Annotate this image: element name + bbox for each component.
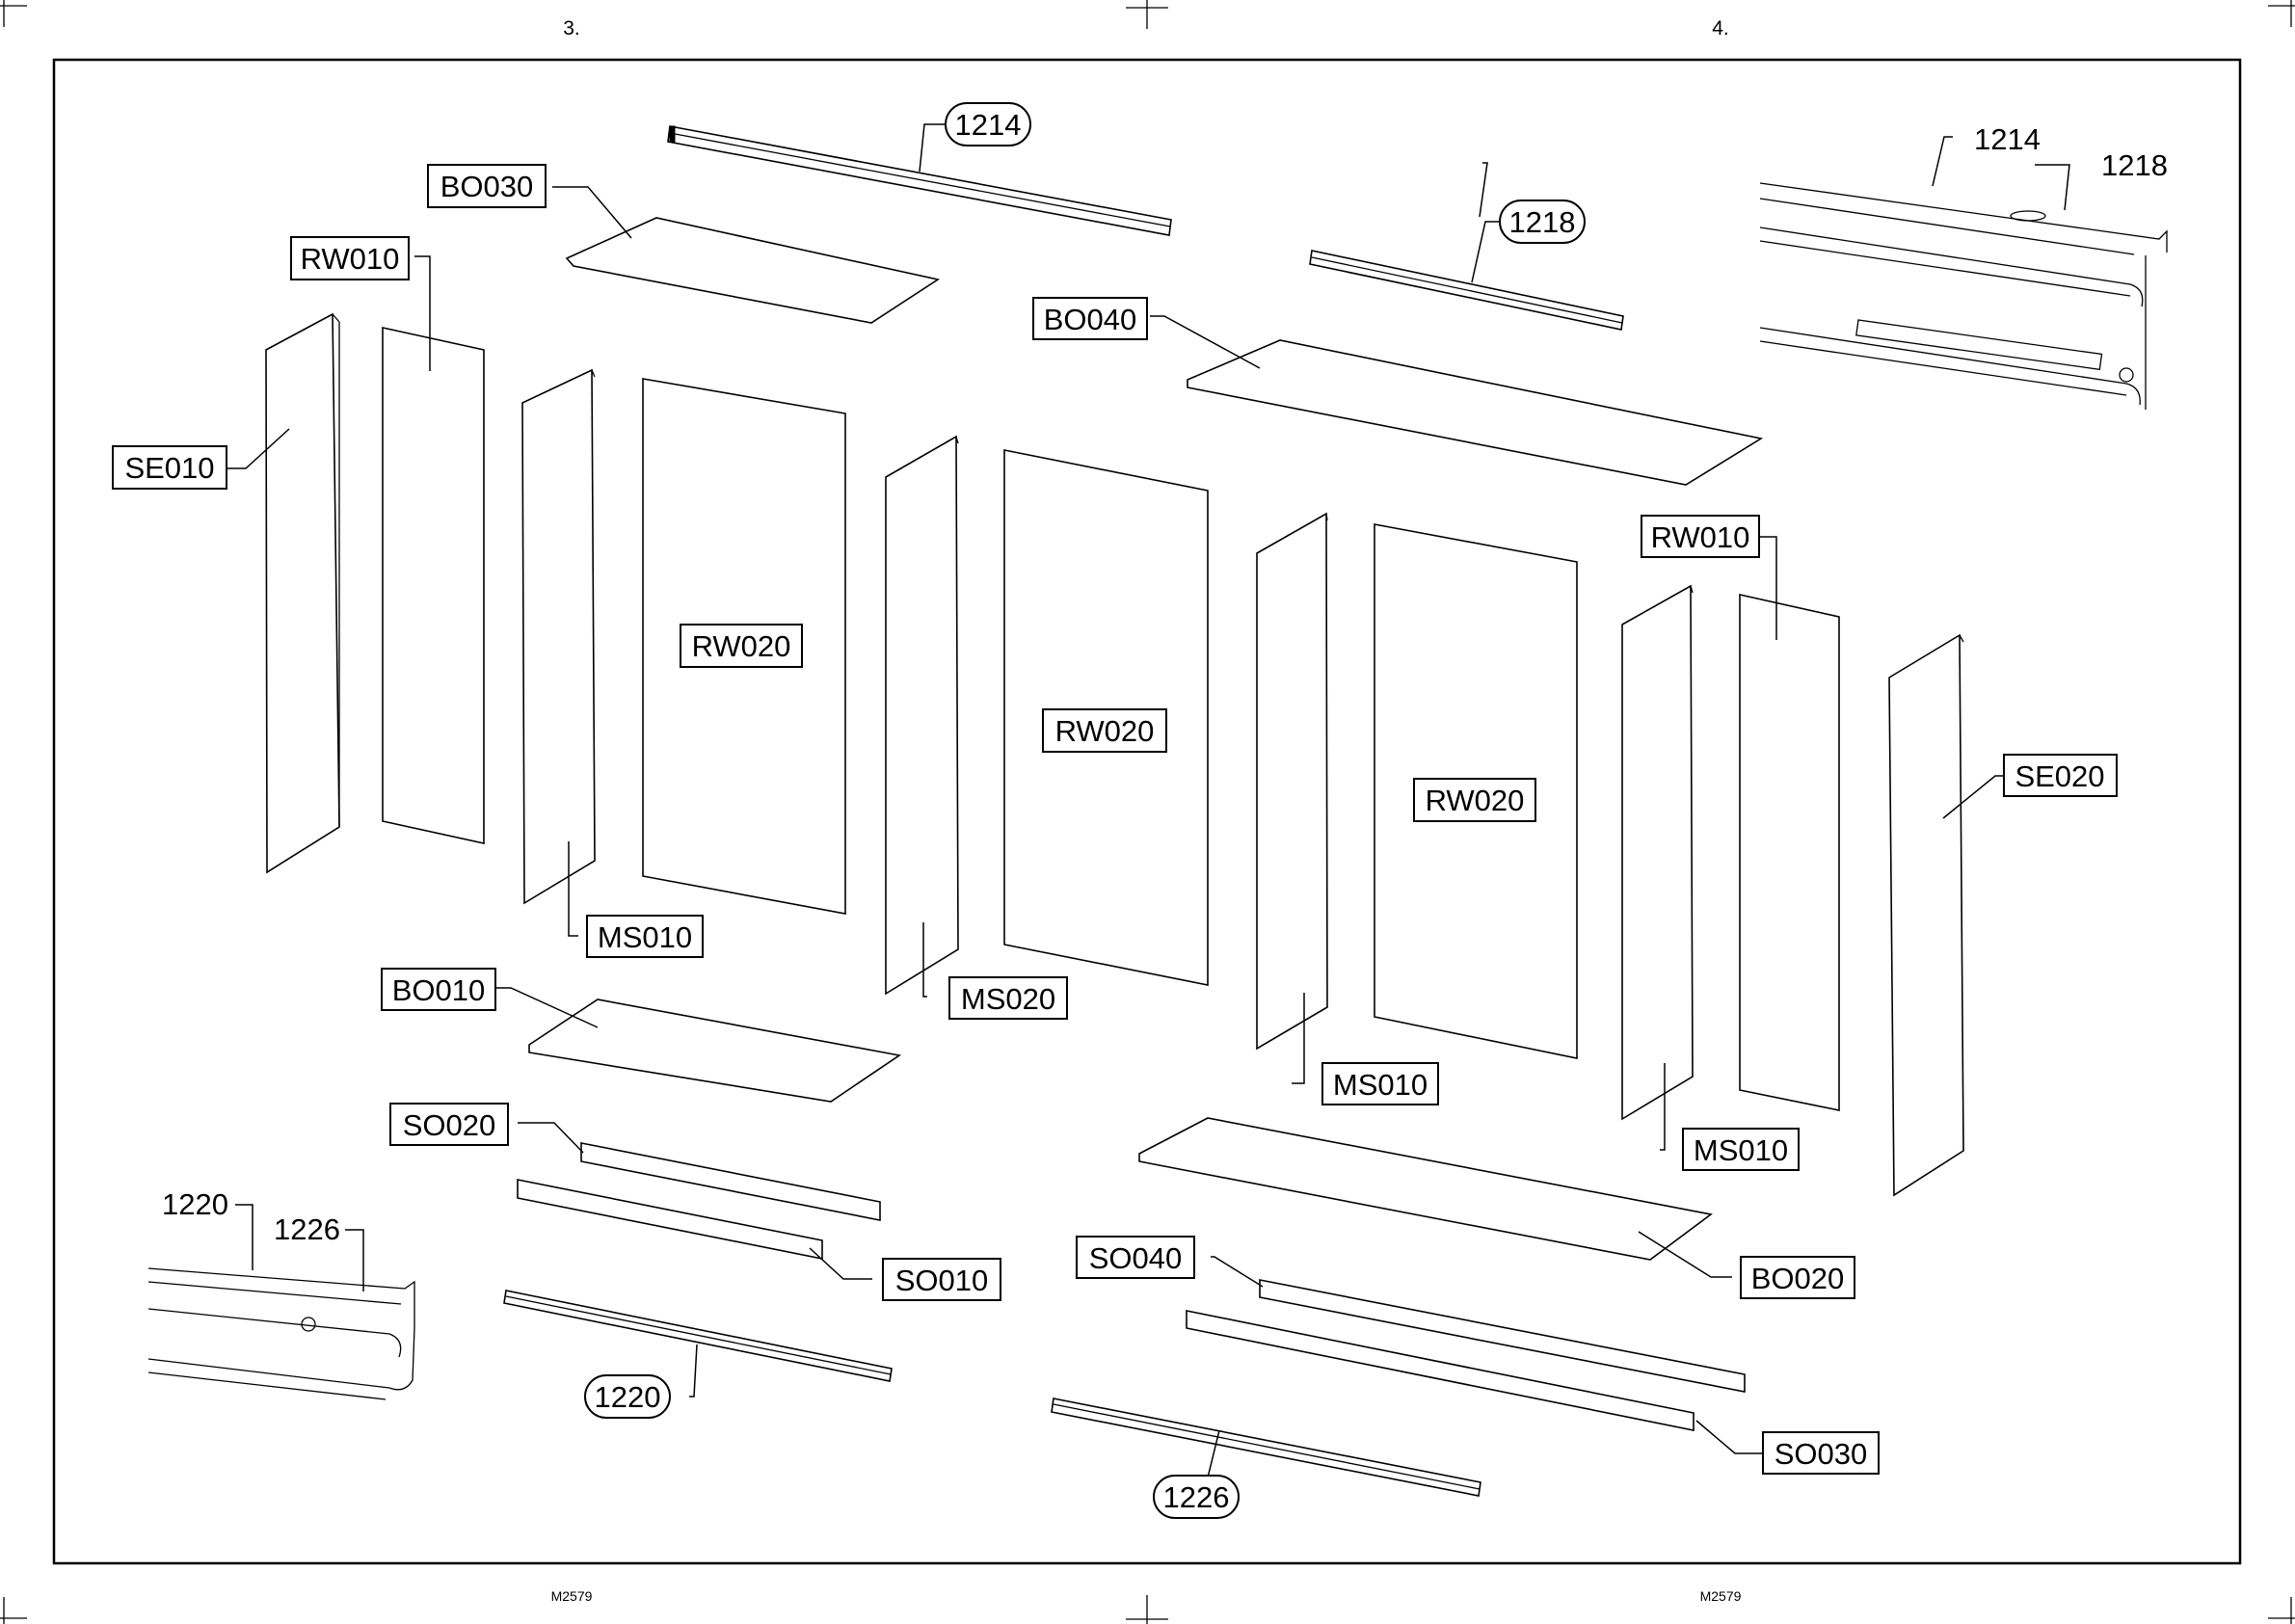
rail-callout-1220: 1220 — [595, 1380, 661, 1414]
callout-rw020-c: RW020 — [1426, 784, 1525, 817]
callout-ms010-c: MS010 — [1694, 1133, 1788, 1167]
panel-se010 — [266, 314, 339, 872]
panel-bo030 — [567, 218, 938, 323]
detail-rail-profile-bottom — [148, 1268, 414, 1399]
callout-rw010-right: RW010 — [1651, 520, 1750, 554]
panel-bo020 — [1139, 1118, 1711, 1260]
rail-1220 — [504, 1291, 892, 1381]
panel-bo010 — [529, 999, 899, 1102]
callout-rw010-left: RW010 — [301, 242, 400, 276]
callout-so020: SO020 — [403, 1108, 496, 1142]
left-page-number: 3. — [563, 17, 580, 40]
callout-ms020: MS020 — [961, 982, 1055, 1016]
callout-bo040: BO040 — [1044, 303, 1137, 336]
rail-1218 — [1310, 251, 1623, 330]
panel-ms010-c — [1622, 586, 1693, 1119]
left-drawing-code: M2579 — [551, 1588, 593, 1604]
panel-rw010-right — [1740, 595, 1839, 1110]
right-page-number: 4. — [1712, 17, 1729, 40]
callout-bo020: BO020 — [1751, 1262, 1845, 1295]
callout-rw020-b: RW020 — [1055, 714, 1155, 748]
rail-1226 — [1052, 1398, 1481, 1496]
callout-se010: SE010 — [124, 451, 214, 485]
detail-label-1226: 1226 — [274, 1212, 340, 1246]
panel-ms010-a — [522, 370, 595, 903]
detail-rail-profile-top — [1760, 183, 2167, 410]
callout-ms010-a: MS010 — [598, 920, 692, 954]
detail-label-1214: 1214 — [1974, 122, 2041, 156]
callout-so010: SO010 — [895, 1264, 989, 1297]
callout-rw020-a: RW020 — [692, 629, 791, 663]
panel-ms010-b — [1257, 514, 1327, 1049]
panel-rw010-left — [383, 328, 484, 843]
right-drawing-code: M2579 — [1700, 1588, 1742, 1604]
callout-so040: SO040 — [1089, 1241, 1183, 1275]
callout-se020: SE020 — [2015, 759, 2104, 793]
panel-bo040 — [1188, 340, 1761, 485]
detail-label-1218: 1218 — [2101, 148, 2168, 182]
callout-bo010: BO010 — [392, 973, 486, 1007]
detail-label-1220: 1220 — [162, 1187, 228, 1221]
callout-so030: SO030 — [1775, 1437, 1868, 1471]
rail-callout-1218: 1218 — [1509, 205, 1576, 239]
callout-bo030: BO030 — [440, 170, 534, 203]
rail-callout-1214: 1214 — [955, 108, 1022, 142]
callout-ms010-b: MS010 — [1333, 1068, 1428, 1102]
rail-callout-1226: 1226 — [1163, 1480, 1230, 1514]
panel-se020 — [1889, 635, 1963, 1195]
panel-ms020 — [886, 437, 958, 994]
rail-1214 — [668, 126, 1171, 235]
